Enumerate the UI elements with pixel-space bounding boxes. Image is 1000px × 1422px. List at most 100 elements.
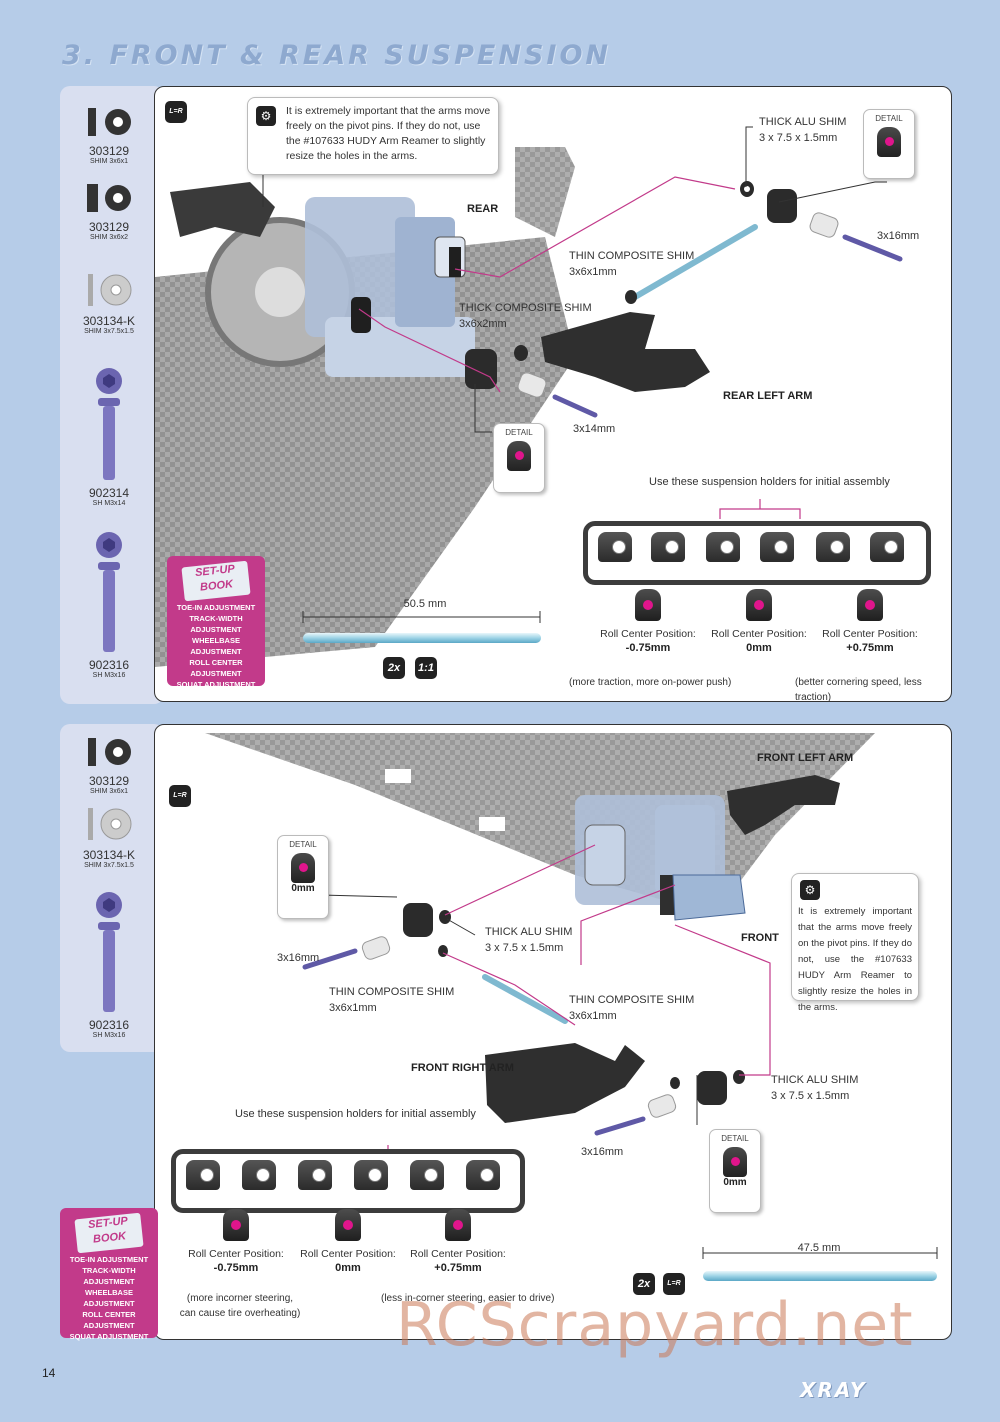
rc-value: -0.75mm [213, 1262, 259, 1274]
brand-logo: XRAY [800, 1378, 867, 1402]
front-right-arm-label: FRONT RIGHT ARM [411, 1062, 514, 1074]
rc-note-line: can cause tire overheating) [179, 1308, 301, 1319]
thick-alu-shim-size-2: 3 x 7.5 x 1.5mm [771, 1090, 850, 1102]
roll-center-option: Roll Center Position: -0.75mm [593, 589, 703, 655]
rc-value: +0.75mm [434, 1262, 482, 1274]
holder-icon [635, 589, 661, 621]
part-number: 902314 [88, 486, 130, 500]
rear-part-screw-m3x14: 902314 SH M3x14 [62, 366, 156, 508]
holder-slot [466, 1160, 500, 1190]
holder-slot [598, 532, 632, 562]
thick-composite-shim-size: 3x6x2mm [459, 318, 507, 330]
rc-label: Roll Center Position: [711, 628, 807, 640]
holders-note: Use these suspension holders for initial… [235, 1108, 476, 1120]
part-number: 303129 [88, 144, 130, 158]
thick-alu-shim-label: THICK ALU SHIM [485, 926, 573, 938]
holder-icon [723, 1147, 747, 1177]
holder-icon [746, 589, 772, 621]
part-desc: SHIM 3x6x1 [89, 788, 129, 795]
holder-icon [507, 441, 531, 471]
rear-part-shim-3x6x2: 303129 SHIM 3x6x2 [62, 180, 156, 242]
part-number: 303129 [88, 774, 130, 788]
rc-label: Roll Center Position: [822, 628, 918, 640]
holder-icon [291, 853, 315, 883]
part-number: 303134-K [82, 848, 136, 862]
holder-slot [186, 1160, 220, 1190]
part-desc: SHIM 3x6x1 [89, 158, 129, 165]
callout-text: It is extremely important that the arms … [798, 906, 912, 1013]
detail-label: DETAIL [505, 428, 533, 437]
suspension-holder-tree [171, 1149, 525, 1213]
detail-value: 0mm [291, 883, 315, 894]
detail-label: DETAIL [721, 1134, 749, 1143]
thick-alu-shim-size: 3 x 7.5 x 1.5mm [759, 132, 838, 144]
rear-part-shim-3x7.5x1.5: 303134-K SHIM 3x7.5x1.5 [62, 270, 156, 336]
front-part-shim-3x7.5x1.5: 303134-K SHIM 3x7.5x1.5 [62, 804, 156, 870]
front-left-arm-label: FRONT LEFT ARM [757, 752, 854, 764]
page-number: 14 [42, 1366, 56, 1380]
part-desc: SHIM 3x7.5x1.5 [84, 328, 134, 335]
shim-thick-icon [87, 184, 131, 212]
pivot-pin-rod [703, 1271, 937, 1281]
rear-label: REAR [467, 203, 499, 215]
part-number: 902316 [88, 1018, 130, 1032]
setup-item: TOE-IN ADJUSTMENT [176, 603, 256, 612]
setup-book-front: SET-UP BOOK TOE-IN ADJUSTMENT TRACK-WIDT… [60, 1208, 158, 1341]
part-desc: SH M3x14 [92, 500, 126, 507]
scale-badge: 1:1 [415, 657, 437, 679]
section-title: 3. FRONT & REAR SUSPENSION [62, 40, 611, 71]
part-desc: SHIM 3x7.5x1.5 [84, 862, 134, 869]
detail-label: DETAIL [289, 840, 317, 849]
lr-same-badge: L=R [169, 785, 191, 807]
rc-note-line: (more incorner steering, [186, 1293, 294, 1304]
thick-alu-shim-label-2: THICK ALU SHIM [771, 1074, 859, 1086]
rc-label: Roll Center Position: [410, 1248, 506, 1260]
part-number: 303134-K [82, 314, 136, 328]
holder-icon [335, 1209, 361, 1241]
rear-assembly-panel: L=R ⚙ It is extremely important that the… [154, 86, 952, 702]
setup-item: TOE-IN ADJUSTMENT [69, 1255, 149, 1264]
part-number: 902316 [88, 658, 130, 672]
shim-thick-icon [88, 108, 131, 136]
quantity-badge: 2x [383, 657, 405, 679]
lr-same-badge: L=R [165, 101, 187, 123]
thin-composite-shim-size: 3x6x1mm [329, 1002, 377, 1014]
screw-3x16-label: 3x16mm [877, 230, 920, 242]
rc-label: Roll Center Position: [300, 1248, 396, 1260]
screw-3x16-label: 3x16mm [277, 952, 320, 964]
holder-slot [410, 1160, 444, 1190]
holder-slot [706, 532, 740, 562]
holder-icon [223, 1209, 249, 1241]
setup-item: SQUAT ADJUSTMENT [69, 1332, 149, 1341]
thick-alu-shim-label: THICK ALU SHIM [759, 116, 847, 128]
holders-note: Use these suspension holders for initial… [649, 476, 890, 488]
rc-note-right: (less in-corner steering, easier to driv… [381, 1293, 555, 1304]
shim-thick-icon [88, 738, 131, 766]
info-icon: ⚙ [256, 106, 276, 126]
part-number: 303129 [88, 220, 130, 234]
shim-thin-icon [88, 808, 132, 840]
setup-item: WHEELBASE ADJUSTMENT [83, 1288, 135, 1308]
setup-item: ROLL CENTER ADJUSTMENT [189, 658, 243, 678]
screw-icon [96, 892, 122, 1012]
rc-value: -0.75mm [625, 642, 671, 654]
roll-center-option: Roll Center Position: -0.75mm [181, 1209, 291, 1275]
quantity-badge: 2x [633, 1273, 655, 1295]
part-desc: SH M3x16 [92, 672, 126, 679]
holder-icon [857, 589, 883, 621]
holder-icon [445, 1209, 471, 1241]
holder-slot [870, 532, 904, 562]
rc-value: +0.75mm [846, 642, 894, 654]
part-desc: SHIM 3x6x2 [89, 234, 129, 241]
setup-item: WHEELBASE ADJUSTMENT [190, 636, 242, 656]
front-arm-freedom-note: ⚙ It is extremely important that the arm… [791, 873, 919, 1013]
rear-detail-bottom: DETAIL [493, 423, 545, 493]
thick-composite-shim-label: THICK COMPOSITE SHIM [459, 302, 592, 314]
rear-part-screw-m3x16: 902316 SH M3x16 [62, 530, 156, 680]
pivot-pin-rod [303, 633, 541, 643]
setup-book-rear: SET-UP BOOK TOE-IN ADJUSTMENT TRACK-WIDT… [167, 556, 265, 689]
screw-icon [96, 532, 122, 652]
screw-3x16-label-2: 3x16mm [581, 1146, 624, 1158]
front-detail-top: DETAIL 0mm [277, 835, 329, 919]
rod-length-label: 50.5 mm [403, 598, 447, 610]
